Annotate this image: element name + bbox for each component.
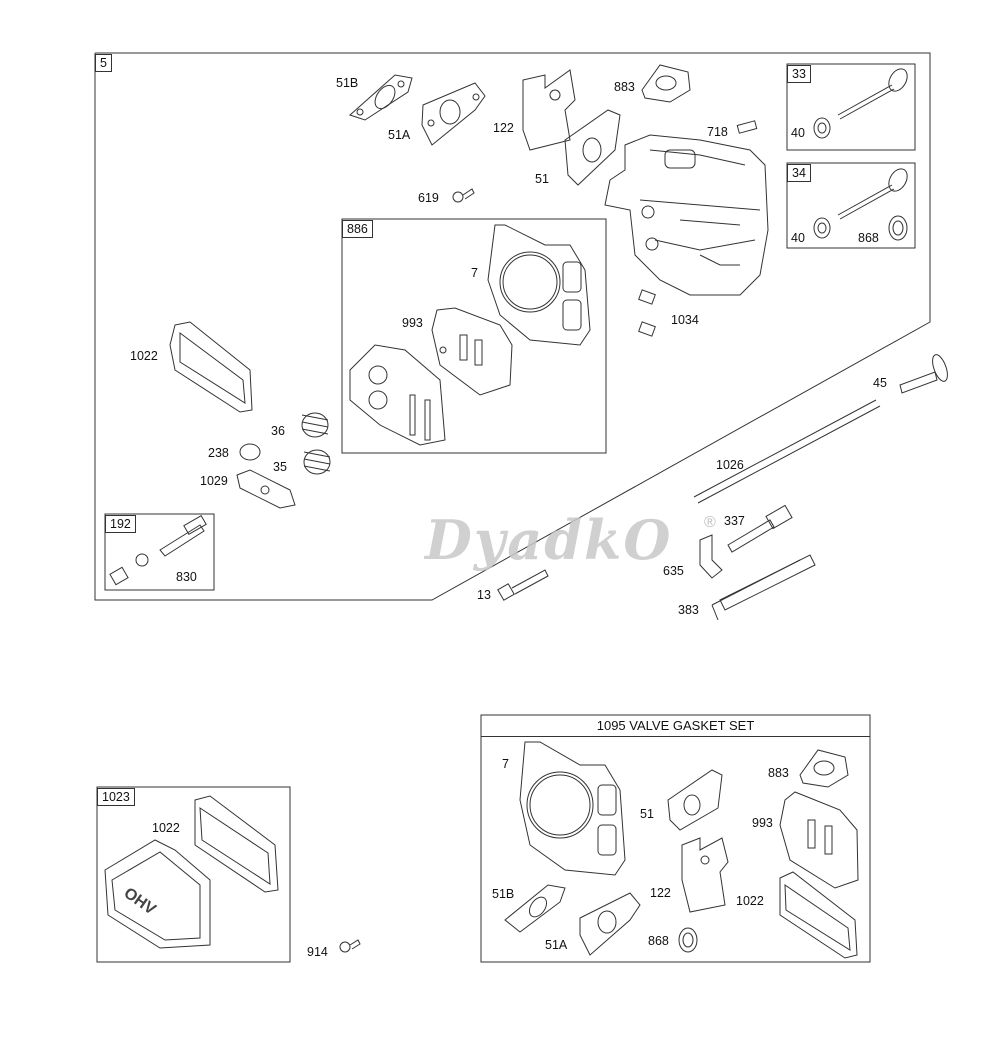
gasket-set-title: 1095 VALVE GASKET SET [481,715,870,737]
valve-33 [813,68,908,139]
part-label: 1022 [736,894,764,908]
gasket-51 [564,109,621,186]
part-label: 718 [707,125,728,139]
part-label: 635 [663,564,684,578]
rocker-gasket-1022 [169,321,253,413]
cap-238 [239,443,261,461]
part-label: 830 [176,570,197,584]
part-label: 13 [477,588,491,602]
main-group-frame [94,52,931,601]
keepers-1034 [638,289,656,337]
part-label: 40 [791,126,805,140]
valve-34 [813,168,908,241]
group-5-label: 5 [95,54,112,72]
part-label: 51 [535,172,549,186]
part-label: 45 [873,376,887,390]
group-886-label: 886 [342,220,373,238]
part-label: 868 [858,231,879,245]
group-192-frame [104,513,215,591]
watermark-logo: DyadkO [425,508,673,572]
screw-914 [339,939,361,953]
part-label: 883 [614,80,635,94]
gasket-993 [431,307,513,396]
part-label: 51A [545,938,568,952]
bolt-13 [497,569,549,601]
head-gasket-7 [487,224,591,346]
group-192-label: 192 [105,515,136,533]
part-label: 51A [388,128,411,142]
set-gasket-883 [799,749,849,788]
spark-plug-337 [727,504,793,553]
part-label: 619 [418,191,439,205]
part-label: 868 [648,934,669,948]
set-seal-868 [678,927,698,953]
rocker-cover-1023 [104,839,211,949]
part-label: 7 [471,266,478,280]
part-label: 1022 [152,821,180,835]
rocker-arm-1029 [236,469,296,509]
elbow-635 [699,534,723,579]
gasket-set-frame [480,714,871,963]
part-label: 1029 [200,474,228,488]
set-gasket-51a [579,892,641,956]
part-label: 993 [402,316,423,330]
part-label: 1022 [130,349,158,363]
group-34-frame [786,162,916,249]
cover-gasket-1022 [194,795,279,893]
spring-36 [301,412,329,438]
plate-886 [349,344,446,446]
breather-830 [109,514,207,586]
part-label: 51B [336,76,359,90]
part-label: 238 [208,446,229,460]
part-label: 122 [493,121,514,135]
gasket-51a [421,82,486,146]
set-gasket-51 [667,769,723,831]
gasket-883 [641,64,691,103]
part-label: 1026 [716,458,744,472]
part-label: 993 [752,816,773,830]
set-gasket-993 [779,791,859,889]
part-label: 35 [273,460,287,474]
part-label: 122 [650,886,671,900]
valve-45 [899,354,948,394]
watermark-registered-mark: ® [704,514,716,531]
group-33-label: 33 [787,65,811,83]
part-label: 1034 [671,313,699,327]
group-34-label: 34 [787,164,811,182]
part-label: 883 [768,766,789,780]
group-1023-frame [96,786,291,963]
part-label: 914 [307,945,328,959]
dowel-pin-718 [736,120,758,134]
set-gasket-51b [504,884,566,933]
part-label: 51 [640,807,654,821]
tool-383 [711,554,816,621]
set-gasket-1022 [779,871,858,959]
part-label: 36 [271,424,285,438]
part-label: 383 [678,603,699,617]
pushrod-1026 [693,399,881,504]
part-label: 7 [502,757,509,771]
group-1023-label: 1023 [97,788,135,806]
part-label: 51B [492,887,515,901]
part-label: 40 [791,231,805,245]
set-head-gasket-7 [519,741,626,876]
part-label: 337 [724,514,745,528]
cylinder-head [604,134,769,296]
group-886-frame [341,218,607,454]
group-33-frame [786,63,916,151]
set-plate-122 [681,837,729,913]
screw-619 [452,188,475,203]
spring-35 [303,449,331,475]
gasket-51b [349,74,413,121]
plate-122 [522,69,576,151]
